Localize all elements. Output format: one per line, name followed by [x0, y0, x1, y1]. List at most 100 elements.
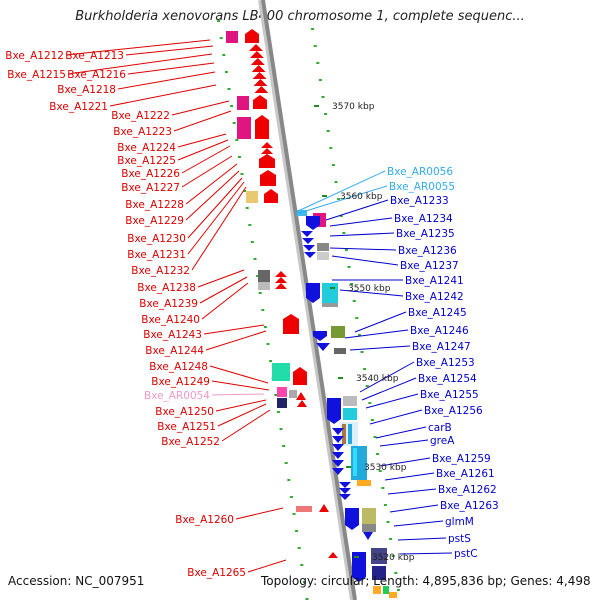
gc-dot	[326, 130, 330, 132]
feature-box	[353, 448, 357, 476]
gc-dot	[232, 122, 236, 124]
feature-box	[334, 348, 346, 354]
leader-line	[201, 282, 249, 320]
gc-dot	[331, 164, 335, 166]
feature-box	[296, 506, 312, 512]
leader-line	[399, 552, 453, 555]
gc-dot	[363, 368, 367, 370]
forward-gene-block	[259, 154, 275, 168]
left-feature-label: Bxe_A1243	[143, 329, 202, 341]
leader-line	[181, 155, 233, 188]
right-feature-label: Bxe_A1256	[424, 405, 483, 417]
leader-line	[247, 559, 287, 573]
gc-dot	[391, 555, 395, 557]
feature-box	[373, 586, 381, 594]
accession-text: Accession: NC_007951	[8, 574, 145, 588]
forward-gene-block	[293, 367, 307, 385]
reverse-gene-block	[327, 398, 341, 424]
leader-line	[67, 53, 213, 75]
forward-gene-arrow	[251, 65, 266, 72]
leader-line	[117, 71, 216, 90]
leader-line	[295, 170, 386, 213]
leader-line	[369, 409, 423, 425]
gc-dot	[230, 105, 234, 107]
reverse-gene-arrow	[363, 532, 373, 540]
right-feature-label: Bxe_A1241	[405, 275, 464, 287]
scale-tick-label: 3530 kbp	[364, 463, 407, 473]
right-feature-label: Bxe_AR0056	[387, 166, 453, 178]
forward-gene-arrow	[297, 400, 307, 407]
forward-gene-arrow	[249, 51, 264, 58]
leader-line	[375, 426, 427, 439]
feature-box	[322, 283, 338, 303]
right-feature-label: Bxe_A1234	[394, 213, 453, 225]
right-feature-label: Bxe_A1233	[390, 195, 449, 207]
reverse-gene-arrow	[339, 494, 351, 500]
leader-line	[397, 537, 447, 541]
reverse-gene-arrow	[332, 452, 344, 459]
leader-line	[295, 185, 388, 215]
feature-box	[343, 396, 357, 406]
gc-dot	[342, 232, 346, 234]
leader-line	[125, 45, 214, 56]
feature-box	[237, 117, 251, 139]
gc-dot	[250, 241, 254, 243]
left-feature-label: Bxe_AR0054	[144, 390, 210, 402]
forward-gene-arrow	[275, 277, 287, 283]
gc-dot	[318, 79, 322, 81]
reverse-gene-block	[306, 283, 320, 303]
reverse-gene-arrow	[339, 482, 351, 488]
gc-dot	[360, 351, 364, 353]
leader-line	[329, 232, 395, 237]
feature-box	[362, 524, 376, 532]
left-feature-label: Bxe_A1260	[175, 514, 234, 526]
leader-line	[325, 199, 389, 221]
reverse-gene-arrow	[301, 231, 313, 237]
feature-box	[343, 408, 357, 420]
gc-dot	[284, 462, 288, 464]
forward-gene-block	[260, 170, 276, 186]
left-feature-label: Bxe_A1224	[117, 142, 176, 154]
right-feature-label: glmM	[445, 516, 474, 528]
right-feature-label: pstC	[454, 548, 478, 560]
scale-tick-label: 3520 kbp	[372, 553, 415, 563]
leader-line	[173, 110, 232, 132]
scale-tick-label: 3540 kbp	[356, 374, 399, 384]
right-feature-label: carB	[428, 422, 452, 434]
feature-box	[357, 480, 371, 486]
reverse-gene-block	[306, 216, 320, 230]
right-feature-label: Bxe_A1235	[396, 228, 455, 240]
feature-box	[383, 586, 389, 594]
feature-box	[317, 252, 329, 260]
right-feature-label: Bxe_A1261	[436, 468, 495, 480]
leader-line	[187, 181, 245, 255]
gc-dot	[261, 309, 265, 311]
reverse-gene-arrow	[332, 444, 344, 451]
leader-line	[211, 380, 270, 391]
leader-line	[109, 84, 217, 107]
feature-box	[372, 566, 386, 580]
left-feature-label: Bxe_A1222	[111, 110, 170, 122]
feature-box	[237, 96, 249, 110]
feature-track	[226, 29, 397, 598]
gc-dot	[352, 300, 356, 302]
left-feature-label: Bxe_A1239	[139, 298, 198, 310]
gc-dot	[365, 385, 369, 387]
forward-gene-arrow	[275, 271, 287, 277]
feature-box	[389, 592, 397, 598]
gc-dot	[368, 402, 372, 404]
right-feature-label: Bxe_A1237	[400, 260, 459, 272]
gc-dot	[256, 275, 260, 277]
feature-box	[277, 387, 287, 397]
gc-dot	[337, 198, 341, 200]
forward-gene-arrow	[261, 142, 273, 148]
left-feature-label: Bxe_A1227	[121, 182, 180, 194]
gc-dot	[321, 96, 325, 98]
leader-line	[211, 393, 265, 396]
gc-dot	[394, 572, 398, 574]
gc-dot	[389, 538, 393, 540]
leader-line	[331, 255, 399, 266]
leader-line	[339, 289, 404, 297]
feature-box	[258, 282, 270, 290]
